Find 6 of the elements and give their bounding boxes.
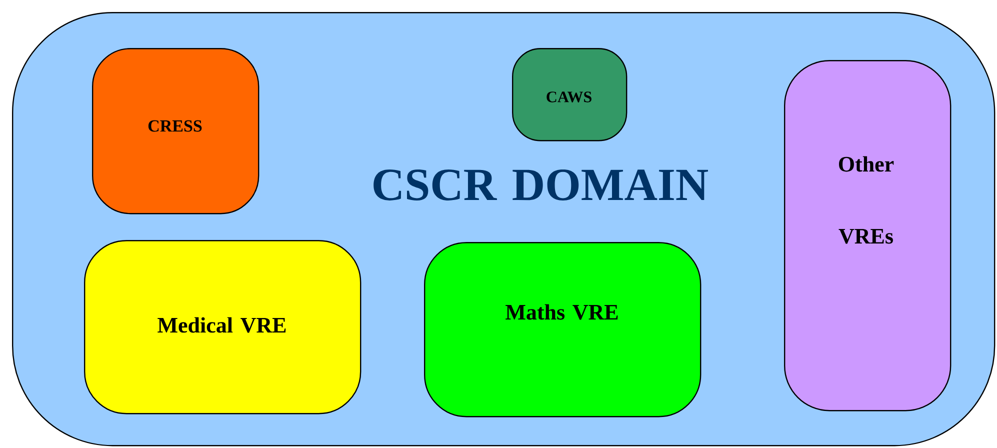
component-box: Other VREs: [784, 60, 952, 412]
component-box: Maths VRE: [424, 242, 702, 418]
component-box: Medical VRE: [84, 240, 362, 414]
domain-title: CSCR DOMAIN: [374, 170, 708, 200]
component-box: CRESS: [92, 48, 260, 214]
component-box: CAWS: [512, 48, 628, 142]
